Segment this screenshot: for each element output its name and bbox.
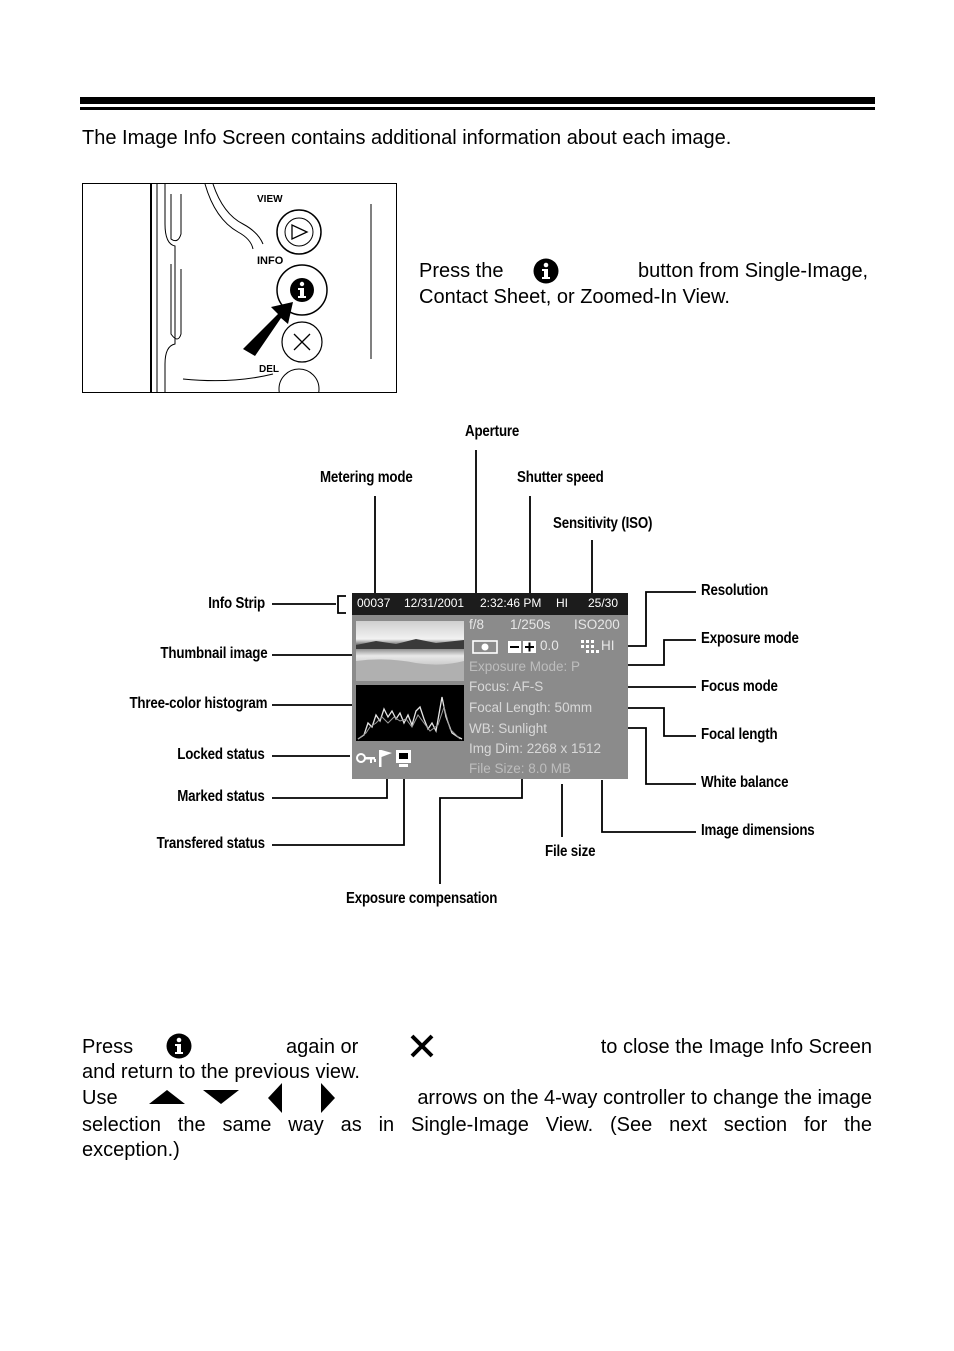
press-info-line2: Contact Sheet, or Zoomed-In View.	[419, 286, 730, 308]
para1-again-or: again or	[286, 1036, 359, 1058]
strip-time: 2:32:46 PM	[480, 596, 542, 610]
screen-focus: Focus: AF-S	[469, 679, 544, 694]
para2-line3: exception.)	[82, 1139, 180, 1161]
strip-frame: 00037	[357, 596, 391, 610]
info-button-icon	[290, 278, 314, 302]
strip-quality: HI	[556, 596, 568, 610]
press-info-after: button from Single-Image,	[638, 260, 869, 282]
para2-arrows-text: arrows on the 4-way controller to change…	[417, 1087, 872, 1109]
label-focus-mode: Focus mode	[701, 678, 778, 695]
header-rule-thick	[80, 97, 875, 104]
label-metering-mode: Metering mode	[320, 469, 413, 486]
screen-exposure-mode: Exposure Mode: P	[469, 659, 581, 674]
info-icon	[533, 258, 559, 284]
screen-shutter: 1/250s	[510, 617, 551, 632]
para2-use: Use	[82, 1087, 118, 1109]
arrow-up-icon	[149, 1090, 185, 1104]
screen-comp: 0.0	[540, 638, 559, 653]
info-icon-2	[166, 1033, 192, 1059]
image-info-screen: 00037 12/31/2001 2:32:46 PM HI 25/30	[352, 593, 628, 779]
screen-wb: WB: Sunlight	[469, 721, 548, 736]
label-shutter-speed: Shutter speed	[517, 469, 604, 486]
label-marked: Marked status	[177, 788, 266, 805]
camera-body-drawing	[150, 184, 372, 392]
metering-mode-icon	[472, 640, 498, 654]
three-color-histogram	[356, 685, 464, 741]
thumbnail-landscape	[356, 639, 464, 681]
screen-aperture: f/8	[469, 617, 485, 632]
label-exposure-comp: Exposure compensation	[346, 890, 498, 907]
para1-close-text: to close the Image Info Screen	[600, 1036, 872, 1058]
label-white-balance: White balance	[701, 774, 789, 791]
para2-line2: selection the same way as in Single-Imag…	[82, 1114, 872, 1136]
label-histogram: Three-color histogram	[129, 695, 267, 712]
camera-illustration: VIEW INFO DEL	[82, 183, 397, 393]
label-resolution: Resolution	[701, 582, 769, 599]
exposure-comp-icon	[508, 641, 536, 653]
strip-count: 25/30	[588, 596, 619, 610]
press-info-before: Press the	[419, 260, 504, 282]
arrow-down-icon	[203, 1090, 239, 1104]
label-sensitivity: Sensitivity (ISO)	[553, 515, 653, 532]
label-aperture: Aperture	[465, 423, 520, 440]
transfer-icon	[396, 750, 411, 767]
histogram-trace	[357, 696, 463, 740]
arrow-right-icon	[321, 1083, 335, 1113]
label-focal-length: Focal length	[701, 726, 778, 743]
screen-img-dim: Img Dim: 2268 x 1512	[469, 741, 602, 756]
label-exposure-mode: Exposure mode	[701, 630, 799, 647]
label-image-dimensions: Image dimensions	[701, 822, 815, 839]
intro-text: The Image Info Screen contains additiona…	[82, 127, 732, 149]
label-file-size: File size	[545, 843, 596, 860]
press-info-text: Press the	[419, 259, 503, 283]
screen-res: HI	[601, 638, 615, 653]
para1-line2: and return to the previous view.	[82, 1061, 360, 1083]
screen-iso: ISO200	[574, 617, 620, 632]
resolution-icon	[581, 640, 599, 653]
info-label: INFO	[257, 255, 284, 267]
lock-key-icon	[356, 753, 376, 763]
arrow-left-icon	[268, 1083, 282, 1113]
screen-file-size: File Size: 8.0 MB	[469, 761, 572, 776]
cancel-x-icon	[410, 1034, 434, 1058]
flag-icon	[379, 750, 392, 767]
header-rule-thin	[80, 107, 875, 110]
strip-date: 12/31/2001	[404, 596, 465, 610]
label-locked: Locked status	[177, 746, 266, 763]
screen-focal-length: Focal Length: 50mm	[469, 700, 593, 715]
thumbnail-image	[356, 621, 464, 681]
info-strip: 00037 12/31/2001 2:32:46 PM HI 25/30	[352, 593, 628, 615]
label-info-strip: Info Strip	[208, 595, 265, 612]
label-transfered: Transfered status	[156, 835, 265, 852]
label-thumbnail: Thumbnail image	[159, 645, 267, 662]
view-label: VIEW	[257, 194, 283, 205]
status-icons	[356, 750, 411, 767]
para1-press: Press	[82, 1036, 134, 1058]
del-label: DEL	[259, 364, 279, 375]
